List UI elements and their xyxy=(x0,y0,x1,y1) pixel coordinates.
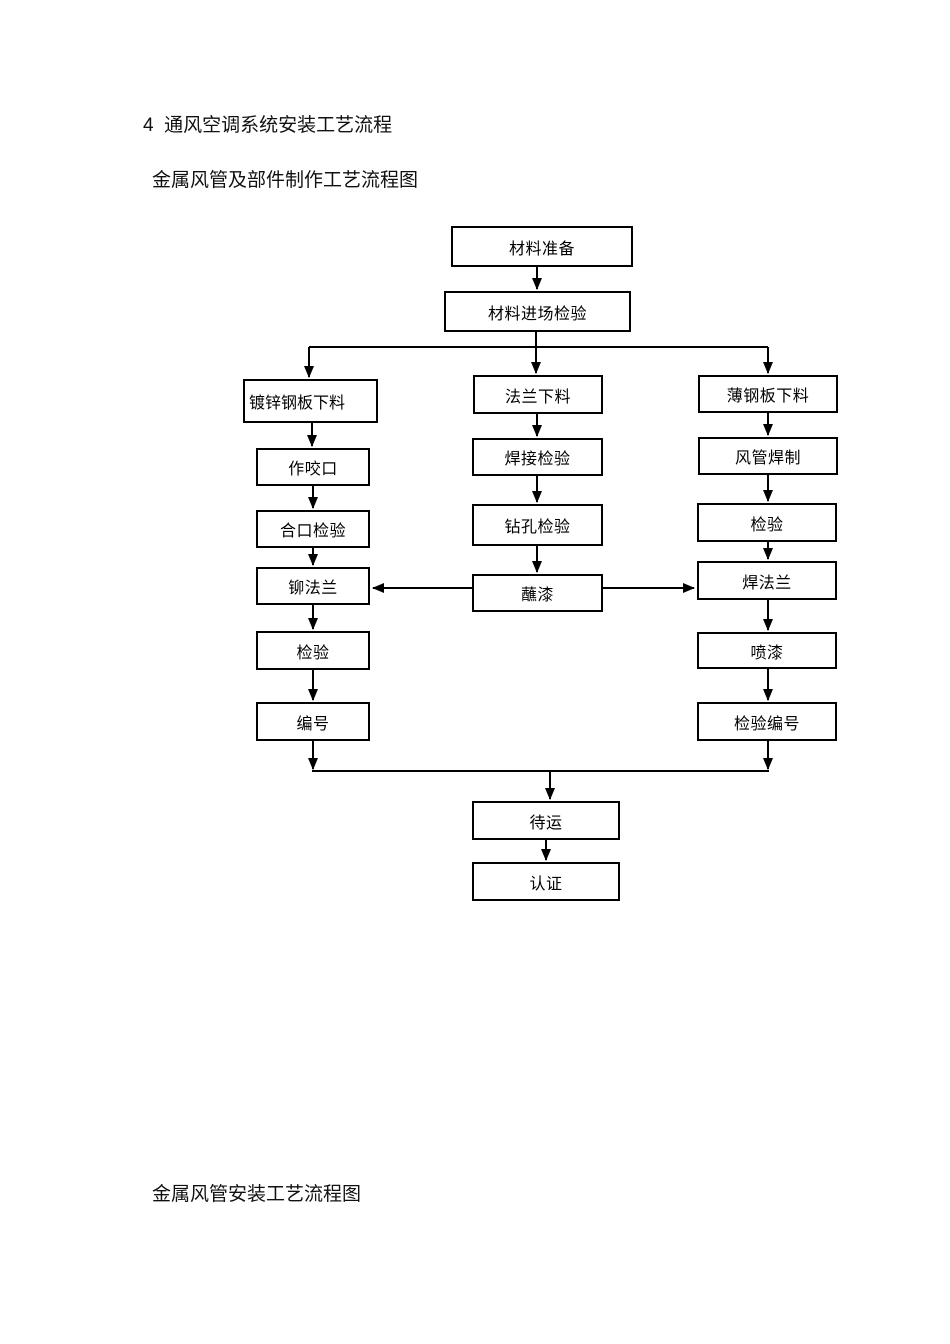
flow-node-inspection-numbering: 检验编号 xyxy=(697,702,837,741)
flow-node-seam-inspection: 合口检验 xyxy=(256,510,370,548)
flow-node-material-entry-inspection: 材料进场检验 xyxy=(444,291,631,332)
installation-flowchart-title: 金属风管安装工艺流程图 xyxy=(152,1184,362,1205)
flow-node-weld-flange: 焊法兰 xyxy=(697,561,837,600)
flow-node-dip-paint: 蘸漆 xyxy=(472,574,603,612)
flow-node-inspection-right: 检验 xyxy=(697,503,837,542)
flow-node-awaiting-transport: 待运 xyxy=(472,801,620,840)
flow-node-material-preparation: 材料准备 xyxy=(451,226,633,267)
flow-node-certification: 认证 xyxy=(472,862,620,901)
flow-node-numbering: 编号 xyxy=(256,702,370,741)
fabrication-flowchart-title: 金属风管及部件制作工艺流程图 xyxy=(152,170,419,191)
section-heading: 4 通风空调系统安装工艺流程 xyxy=(143,115,393,136)
flow-node-rivet-flange: 铆法兰 xyxy=(256,567,370,605)
flow-node-inspection-left: 检验 xyxy=(256,631,370,670)
flow-node-thin-steel-sheet-cutting: 薄钢板下料 xyxy=(698,375,838,413)
flow-node-make-seam: 作咬口 xyxy=(256,448,370,486)
flow-node-galvanized-sheet-cutting: 镀锌钢板下料 xyxy=(243,379,378,423)
flow-node-spray-paint: 喷漆 xyxy=(697,632,837,669)
flow-node-duct-welding: 风管焊制 xyxy=(698,437,838,475)
flow-node-welding-inspection: 焊接检验 xyxy=(472,438,603,476)
flow-node-drilling-inspection: 钻孔检验 xyxy=(472,504,603,546)
flow-node-flange-cutting: 法兰下料 xyxy=(473,375,603,414)
